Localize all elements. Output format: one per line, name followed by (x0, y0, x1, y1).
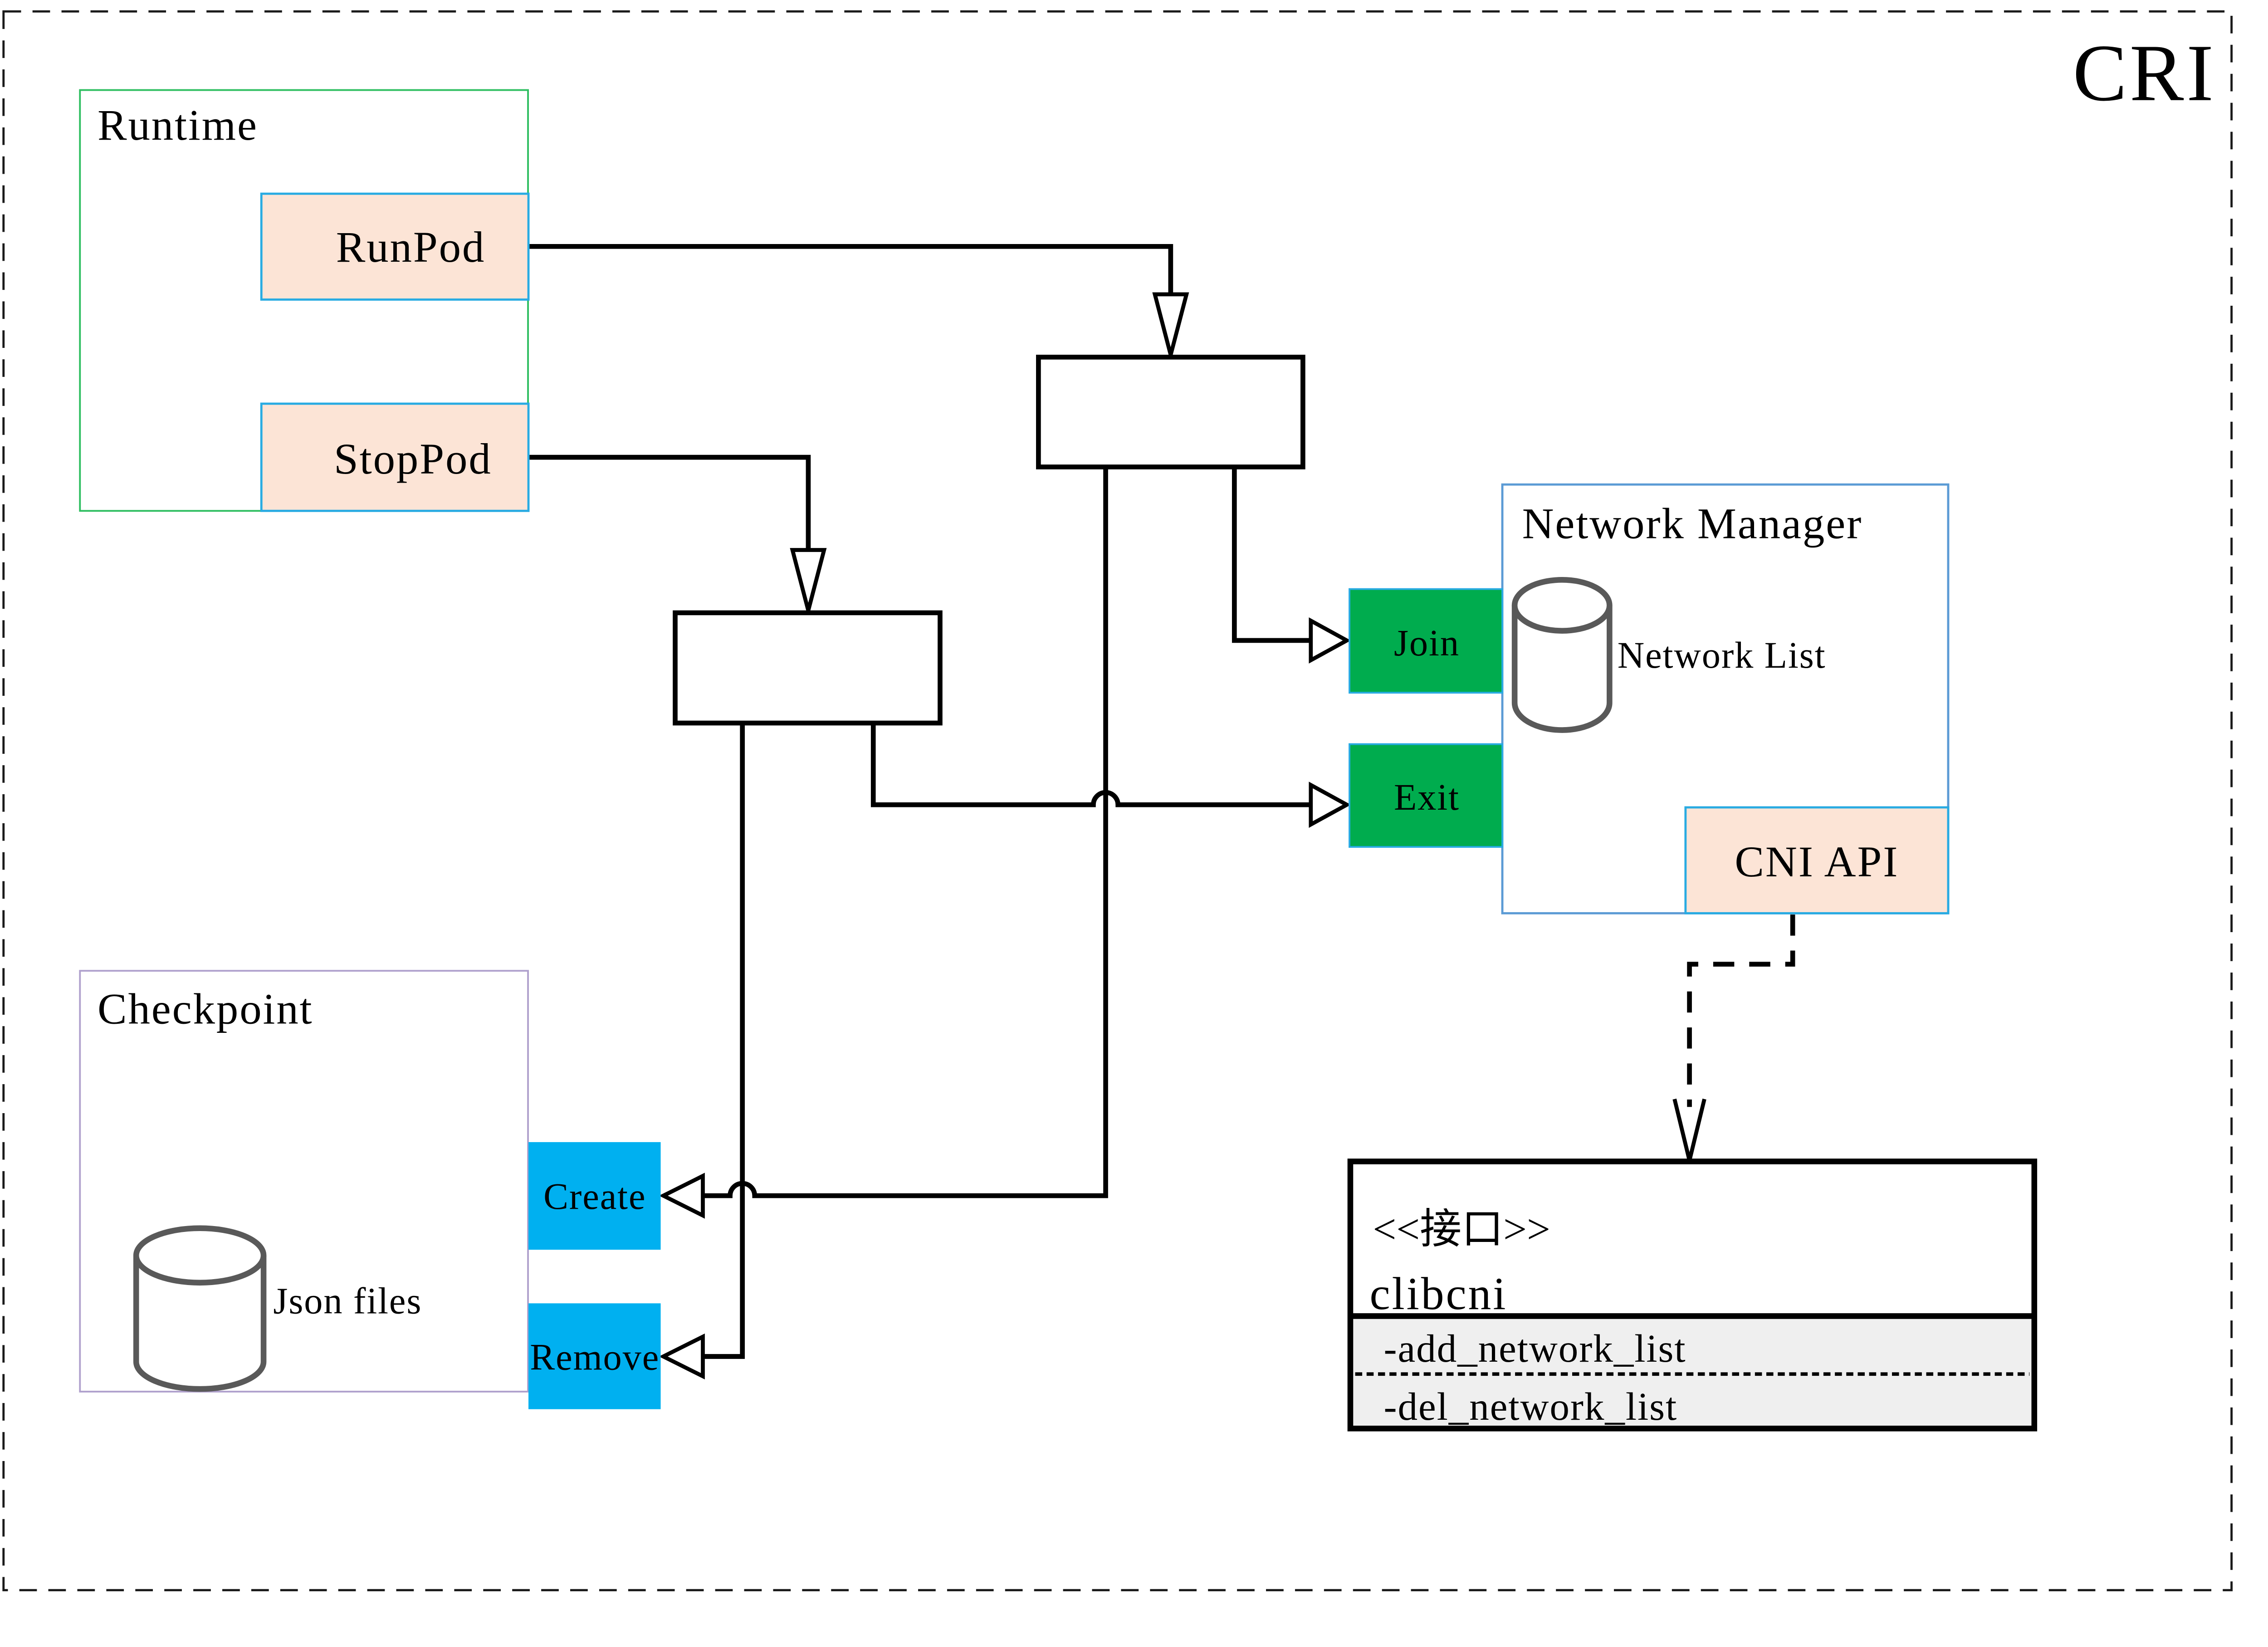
exit-port-label: Exit (1394, 777, 1460, 818)
clibcni-name: clibcni (1370, 1268, 1508, 1319)
stoppod-button (260, 402, 530, 512)
arrowhead-open-down-clibcni-icon (1672, 1098, 1706, 1161)
clibcni-method-add: -add_network_list (1384, 1326, 1686, 1370)
exit-connector (870, 723, 1310, 807)
cylinder-body (1511, 605, 1613, 733)
json-files-cylinder-icon (133, 1225, 267, 1392)
create-connector (704, 467, 1108, 1198)
cylinder-top (133, 1225, 267, 1286)
stoppod-button-label: StopPod (334, 435, 492, 483)
stoppod-junction-box (673, 610, 943, 726)
clibcni-stereotype: <<接口>> (1373, 1206, 1550, 1252)
clibcni-method-del: -del_network_list (1384, 1384, 1678, 1428)
runpod-button (260, 192, 530, 301)
arrowhead-right-join-icon (1309, 617, 1351, 664)
arrowhead-right-exit-icon (1309, 782, 1351, 828)
cri-architecture-diagram: CRI Runtime Checkpoint Network Manager (2, 10, 2233, 1592)
page-dashed-border (2, 10, 2233, 1592)
cylinder-top (1511, 577, 1613, 634)
network-list-cylinder-icon (1511, 577, 1613, 733)
arrowhead-left-create-icon (659, 1173, 705, 1219)
cni-api-dependency-arrow (1687, 914, 1795, 1107)
network-manager-ports: Join Exit (1349, 588, 1503, 848)
checkpoint-title: Checkpoint (98, 984, 313, 1033)
arrowhead-down-runpod-icon (1152, 292, 1189, 363)
network-manager-title: Network Manager (1522, 499, 1863, 547)
arrowhead-left-remove-icon (659, 1333, 705, 1380)
arrowhead-down-stoppod-icon (790, 548, 827, 619)
clibcni-border (1347, 1158, 2038, 1432)
cri-title: CRI (2073, 28, 2216, 118)
cni-api-label: CNI API (1735, 837, 1899, 886)
cni-api-block (1684, 806, 1950, 914)
exit-port (1349, 743, 1503, 848)
join-port (1349, 588, 1503, 694)
create-op-label: Create (543, 1176, 646, 1217)
remove-op-label: Remove (530, 1337, 660, 1378)
runtime-title: Runtime (98, 101, 258, 149)
arrowheads (659, 292, 1351, 1380)
runpod-junction-box (1036, 355, 1305, 469)
runpod-connector (528, 244, 1173, 293)
runpod-button-label: RunPod (336, 223, 486, 271)
network-list-label: Network List (1618, 635, 1826, 676)
runtime-buttons: RunPod StopPod (260, 192, 530, 512)
checkpoint-ops: Create Remove (528, 1142, 661, 1409)
clibcni-interface: <<接口>> clibcni -add_network_list -del_ne… (1347, 1158, 2038, 1432)
remove-op (528, 1303, 661, 1409)
cylinder-body (133, 1255, 267, 1392)
connector-lines (528, 244, 1310, 1359)
join-port-label: Join (1394, 622, 1460, 664)
remove-connector (704, 723, 745, 1359)
json-files-label: Json files (273, 1280, 422, 1322)
create-op (528, 1142, 661, 1250)
stoppod-connector (528, 455, 811, 549)
join-connector (1232, 467, 1310, 643)
